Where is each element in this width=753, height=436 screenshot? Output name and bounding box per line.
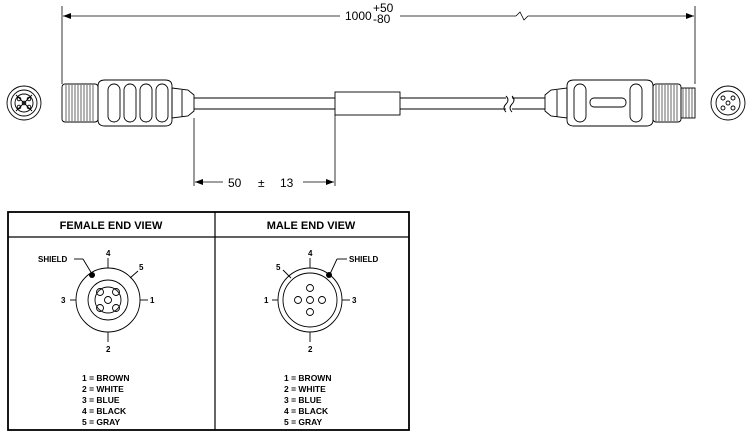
- male-pin-4-label: 4: [308, 249, 313, 258]
- offset-pm: ±: [258, 176, 265, 190]
- female-legend-line: 1 = BROWN: [82, 373, 129, 383]
- male-shield-label: SHIELD: [349, 255, 379, 264]
- offset-tolerance: 13: [280, 176, 294, 190]
- female-legend-line: 3 = BLUE: [82, 395, 120, 405]
- male-end-view-title: MALE END VIEW: [267, 220, 356, 232]
- male-pin-2-label: 2: [308, 345, 313, 354]
- female-pin-2-label: 2: [106, 345, 111, 354]
- female-legend-line: 4 = BLACK: [82, 406, 127, 416]
- cable: [194, 95, 545, 113]
- length-tol-minus: -80: [373, 12, 391, 26]
- female-pin-1-label: 1: [150, 296, 155, 305]
- male-color-legend: 1 = BROWN 2 = WHITE 3 = BLUE 4 = BLACK 5…: [284, 373, 331, 427]
- male-shield-dot: [326, 272, 332, 278]
- overall-length-dimension: [61, 6, 696, 84]
- female-shield-dot: [89, 272, 95, 278]
- male-legend-line: 2 = WHITE: [284, 384, 326, 394]
- label-sleeve: [334, 91, 401, 116]
- male-legend-line: 4 = BLACK: [284, 406, 329, 416]
- label-offset-dimension: [193, 115, 336, 186]
- male-pinout: [272, 258, 350, 342]
- male-end-face: [710, 85, 746, 121]
- female-shield-label: SHIELD: [38, 255, 68, 264]
- female-legend-line: 5 = GRAY: [82, 417, 121, 427]
- length-tol-plus: +50: [373, 1, 394, 15]
- length-value: 1000: [345, 9, 372, 23]
- female-pin-5-label: 5: [139, 263, 144, 272]
- female-color-legend: 1 = BROWN 2 = WHITE 3 = BLUE 4 = BLACK 5…: [82, 373, 129, 427]
- male-legend-line: 3 = BLUE: [284, 395, 322, 405]
- end-view-table: [7, 211, 410, 431]
- male-pin-5-label: 5: [276, 263, 281, 272]
- female-pinout: [70, 258, 148, 342]
- female-pin-3-label: 3: [61, 296, 66, 305]
- male-pin-3-label: 3: [352, 296, 357, 305]
- female-pin-4-label: 4: [106, 249, 111, 258]
- female-legend-line: 2 = WHITE: [82, 384, 124, 394]
- female-connector: [61, 79, 195, 127]
- male-legend-line: 1 = BROWN: [284, 373, 331, 383]
- offset-value: 50: [228, 176, 242, 190]
- female-end-view-title: FEMALE END VIEW: [60, 220, 163, 232]
- male-pin-1-label: 1: [264, 296, 269, 305]
- male-connector: [544, 79, 696, 127]
- male-legend-line: 5 = GRAY: [284, 417, 323, 427]
- female-end-face: [6, 85, 42, 121]
